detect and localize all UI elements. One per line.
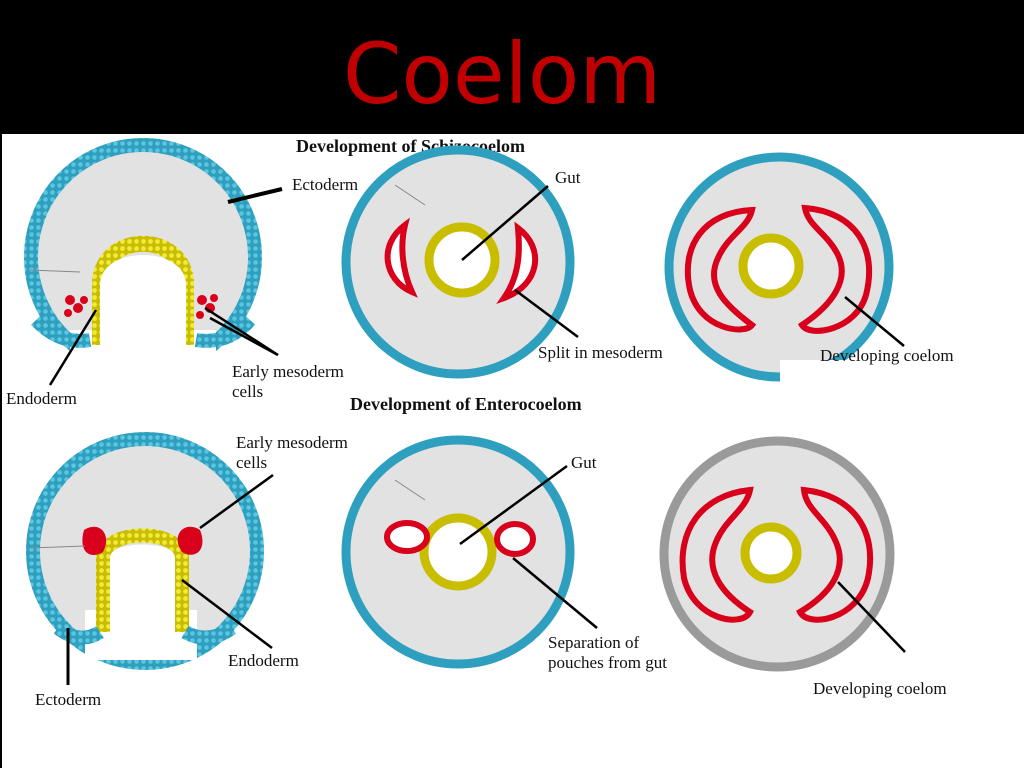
schizo-mesoderm-pocket-left xyxy=(384,217,418,298)
schizo-mesoderm-label-1: Early mesoderm xyxy=(232,362,344,381)
entero-developing-stage xyxy=(659,436,895,672)
entero-separation-label-2: pouches from gut xyxy=(548,653,667,672)
entero-pouch-left xyxy=(82,526,107,556)
schizo-coelom-right xyxy=(797,204,873,334)
title-bar: Coelom xyxy=(0,0,1024,136)
schizo-split-label: Split in mesoderm xyxy=(538,343,663,362)
schizo-split-stage xyxy=(341,145,575,379)
schizo-mesoderm-pocket-right xyxy=(496,221,539,305)
schizo-archenteron xyxy=(92,235,194,345)
slide-title: Coelom xyxy=(342,25,662,123)
entero-separation-stage xyxy=(341,435,575,669)
entero-pouch-right xyxy=(177,526,203,555)
entero-separated-pouch-right xyxy=(494,521,536,557)
entero-mesoderm-label-2: cells xyxy=(236,453,267,472)
entero-separated-pouch-left xyxy=(384,520,430,554)
schizo-developing-label: Developing coelom xyxy=(820,346,954,365)
schizo-gut-label: Gut xyxy=(555,168,581,187)
schizo-gastrula xyxy=(24,138,262,380)
entero-ectoderm-label: Ectoderm xyxy=(35,690,101,709)
entero-separation-label-1: Separation of xyxy=(548,633,639,652)
entero-developing-label: Developing coelom xyxy=(813,679,947,698)
entero-mesoderm-label-1: Early mesoderm xyxy=(236,433,348,452)
entero-heading: Development of Enterocoelom xyxy=(350,394,582,414)
entero-gastrula xyxy=(26,432,264,670)
schizo-mesoderm-cells xyxy=(64,294,218,319)
schizo-coelom-left xyxy=(684,206,757,333)
schizo-ectoderm-label: Ectoderm xyxy=(292,175,358,194)
entero-coelom-right xyxy=(796,486,874,623)
schizo-mesoderm-label-2: cells xyxy=(232,382,263,401)
entero-endoderm-label: Endoderm xyxy=(228,651,299,670)
entero-gut-label: Gut xyxy=(571,453,597,472)
schizo-endoderm-label: Endoderm xyxy=(6,389,77,408)
entero-coelom-left xyxy=(679,486,754,623)
schizo-developing-stage xyxy=(664,152,894,385)
